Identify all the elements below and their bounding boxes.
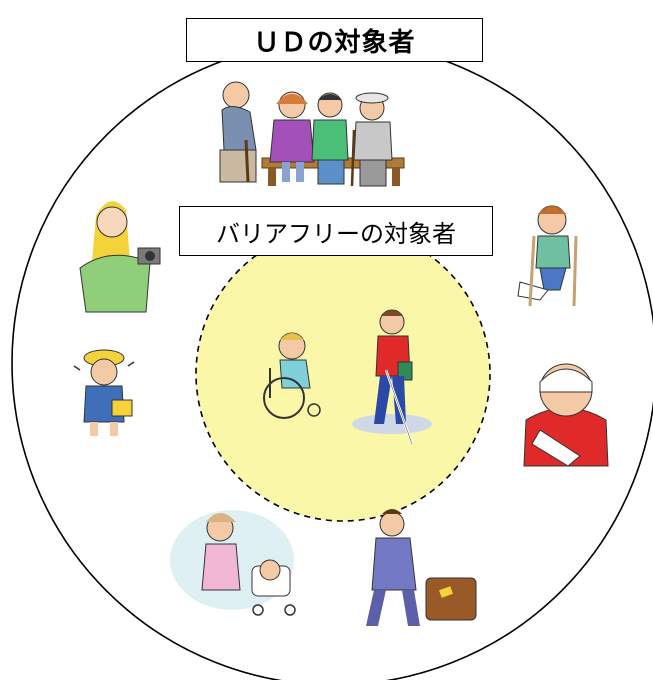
blind-cane-man-figure — [352, 309, 432, 445]
wheelchair-child-figure — [263, 332, 321, 419]
barrierfree-target-label: バリアフリーの対象者 — [179, 206, 493, 256]
elderly-group-figure — [219, 81, 405, 187]
crutches-child-figure — [517, 205, 578, 307]
camera-woman-figure — [79, 201, 161, 313]
ud-target-label: ＵＤの対象者 — [186, 18, 483, 62]
barrierfree-circle — [195, 226, 491, 522]
traveler-figure — [366, 509, 477, 626]
stroller-mother-figure — [170, 510, 296, 616]
injured-man-figure — [523, 363, 609, 467]
schoolchild-figure — [73, 349, 135, 436]
